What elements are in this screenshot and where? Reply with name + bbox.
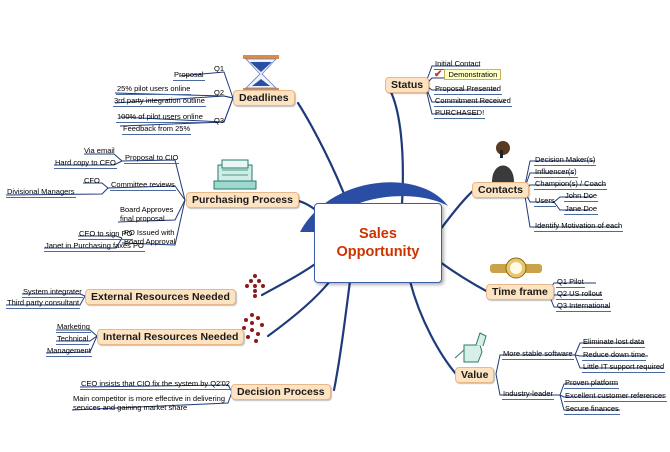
branch-purchasing-process[interactable]: Purchasing Process xyxy=(186,192,299,208)
internal-item-2[interactable]: Technical xyxy=(56,334,90,345)
decision-item-2-line-1[interactable]: Main competitor is more effective in del… xyxy=(73,394,226,403)
internal-item-3[interactable]: Management xyxy=(46,346,92,357)
cash-register-icon xyxy=(213,159,257,190)
deadline-q1-label[interactable]: Q1 xyxy=(214,64,225,73)
branch-deadlines[interactable]: Deadlines xyxy=(233,90,295,106)
deadline-q3-label[interactable]: Q3 xyxy=(214,116,225,125)
decision-item-1[interactable]: CEO insists that CIO fix the system by Q… xyxy=(80,379,231,390)
connector-internal xyxy=(266,279,332,338)
value-industry-leader[interactable]: Industry-leader xyxy=(502,389,555,400)
connector-timeframe xyxy=(438,260,490,294)
external-item-1[interactable]: System integrater xyxy=(22,287,83,298)
connector-contacts xyxy=(438,188,476,232)
timeframe-item-1[interactable]: Q1 Pilot xyxy=(556,277,585,288)
contacts-users[interactable]: Users xyxy=(534,196,556,207)
branch-external-resources[interactable]: External Resources Needed xyxy=(85,289,236,305)
connector-decision xyxy=(332,279,352,392)
hourglass-icon xyxy=(243,55,279,92)
purchasing-po-issued-line-1[interactable]: PO Issued with xyxy=(124,228,175,237)
contacts-user-1[interactable]: John Doe xyxy=(564,191,599,202)
purchasing-board-approves-line-2[interactable]: final proposal xyxy=(120,214,165,223)
value-stable-item-1[interactable]: Eliminate lost data xyxy=(582,337,646,348)
contacts-item-1[interactable]: Decision Maker(s) xyxy=(534,155,597,166)
swoosh-decoration xyxy=(300,182,448,232)
people-icon xyxy=(245,274,265,298)
deadline-q2-item-2[interactable]: 3rd party integration outline xyxy=(113,96,206,107)
contact-person-icon xyxy=(492,141,514,182)
connector-deadlines xyxy=(296,101,350,206)
value-stable-item-2[interactable]: Reduce down time xyxy=(582,350,647,361)
value-industry-item-1[interactable]: Proven platform xyxy=(564,378,619,389)
purchasing-cio-item-1[interactable]: Via email xyxy=(84,146,115,155)
checkmark-icon: ✔ xyxy=(434,69,443,80)
timeframe-item-3[interactable]: Q3 International xyxy=(556,301,612,312)
value-industry-item-3[interactable]: Secure finances xyxy=(564,404,620,415)
branch-value[interactable]: Value xyxy=(455,367,495,383)
internal-item-1[interactable]: Marketing xyxy=(56,322,91,333)
timeframe-item-2[interactable]: Q2 US rollout xyxy=(556,289,604,300)
contacts-item-2[interactable]: Influencer(s) xyxy=(534,167,578,178)
contacts-item-3[interactable]: Champion(s) / Coach xyxy=(534,179,607,190)
purchasing-po-item-1[interactable]: CEO to sign PO xyxy=(78,229,134,240)
central-topic[interactable]: Sales Opportunity xyxy=(314,203,442,283)
contacts-user-2[interactable]: Jane Doe xyxy=(564,204,599,215)
status-item-3[interactable]: Proposal Presented xyxy=(434,84,502,95)
purchasing-committee-item-1[interactable]: CFO xyxy=(84,176,100,185)
branch-contacts[interactable]: Contacts xyxy=(472,182,529,198)
value-industry-item-2[interactable]: Excellent customer references xyxy=(564,391,667,402)
central-topic-line-1: Sales xyxy=(359,226,397,242)
value-stable-software[interactable]: More stable software xyxy=(502,349,574,360)
branch-internal-resources[interactable]: Internal Resources Needed xyxy=(97,329,245,345)
status-item-4[interactable]: Commitment Received xyxy=(434,96,512,107)
deadline-q2-item-1[interactable]: 25% pilot users online xyxy=(116,84,192,95)
purchasing-committee-reviews[interactable]: Committee reviews xyxy=(110,180,176,191)
status-item-2[interactable]: ✔ Demonstration xyxy=(434,69,502,80)
purchasing-committee-item-2[interactable]: Divisional Managers xyxy=(6,187,76,198)
deadline-q1-item[interactable]: Proposal xyxy=(173,70,205,81)
value-stable-item-3[interactable]: Little IT support required xyxy=(582,362,666,373)
team-icon xyxy=(242,313,264,343)
external-item-2[interactable]: Third party consultant xyxy=(6,298,81,309)
connector-external xyxy=(260,260,320,297)
thumbs-up-icon xyxy=(454,332,487,363)
contacts-identify[interactable]: Identify Motivation of each xyxy=(534,221,624,232)
decision-item-2-line-2[interactable]: services and gaining market share xyxy=(73,403,188,412)
status-item-2-label: Demonstration xyxy=(444,69,502,80)
central-topic-line-2: Opportunity xyxy=(336,244,420,260)
status-item-5[interactable]: PURCHASED! xyxy=(434,108,486,119)
deadline-q2-label[interactable]: Q2 xyxy=(214,88,225,97)
purchasing-proposal-to-cio[interactable]: Proposal to CIO xyxy=(124,153,180,164)
purchasing-board-approves-line-1[interactable]: Board Approves xyxy=(120,205,174,214)
purchasing-po-item-2[interactable]: Janet in Purchasing faxes PO xyxy=(44,241,145,252)
purchasing-cio-item-2[interactable]: Hard copy to CEO xyxy=(54,158,117,169)
deadline-q3-item-2[interactable]: Feedback from 25% xyxy=(122,124,192,135)
branch-decision-process[interactable]: Decision Process xyxy=(231,384,331,400)
branch-time-frame[interactable]: Time frame xyxy=(486,284,554,300)
connector-value xyxy=(408,279,458,376)
branch-status[interactable]: Status xyxy=(385,77,430,93)
purchasing-po-issued-line-2[interactable]: Board Approval xyxy=(124,237,176,246)
deadline-q3-item-1[interactable]: 100% of pilot users online xyxy=(116,112,204,123)
watch-icon xyxy=(490,257,542,279)
